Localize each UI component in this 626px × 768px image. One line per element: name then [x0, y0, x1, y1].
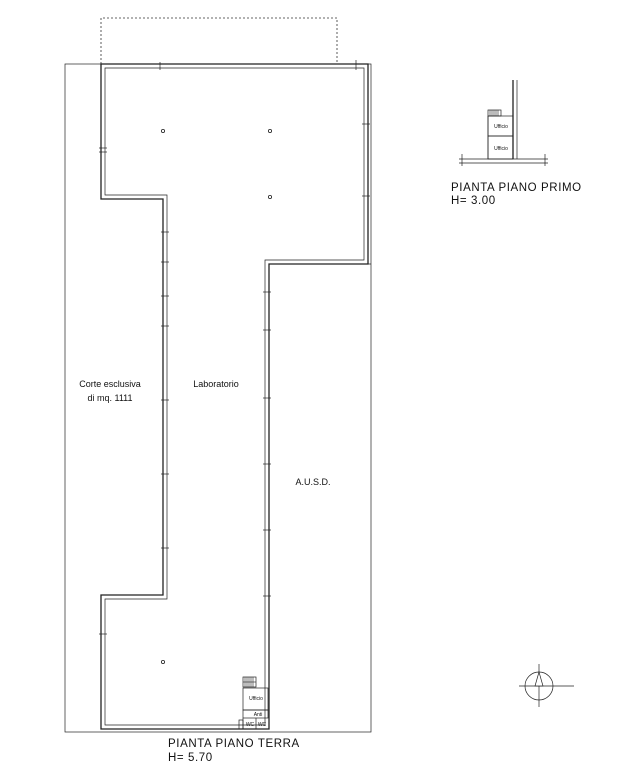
- wc2-label: WC: [258, 722, 267, 728]
- ground-floor-height: H= 5.70: [168, 752, 213, 764]
- first-floor-office2-label: Ufficio: [494, 146, 508, 152]
- stair-icon: [242, 676, 257, 688]
- first-floor-title: PIANTA PIANO PRIMO: [451, 182, 582, 194]
- ground-floor-title: PIANTA PIANO TERRA: [168, 738, 300, 750]
- office-block: [238, 676, 269, 730]
- canopy-outline: [100, 17, 338, 64]
- laboratorio-walls-outer: [100, 63, 369, 730]
- laboratorio-label: Laboratorio: [193, 379, 239, 389]
- first-floor-stair-icon: [487, 109, 502, 117]
- first-floor-office1-label: Ufficio: [494, 124, 508, 130]
- laboratorio-walls-inner: [104, 67, 365, 726]
- structural-columns: [160, 128, 272, 665]
- courtyard-label-line2: di mq. 1111: [87, 393, 132, 403]
- north-arrow-icon: [519, 664, 574, 707]
- ausd-label: A.U.S.D.: [295, 477, 330, 487]
- first-floor-height: H= 3.00: [451, 195, 496, 207]
- courtyard-label-line1: Corte esclusiva: [79, 379, 141, 389]
- first-floor-plan: Ufficio Ufficio PIANTA PIANO PRIMO H= 3.…: [451, 80, 582, 207]
- antibagno-label: Anti: [254, 712, 263, 718]
- wall-ticks: [99, 60, 370, 635]
- office-label: Ufficio: [249, 696, 263, 702]
- wc1-label: WC: [246, 722, 255, 728]
- ground-floor-plan: Corte esclusiva di mq. 1111 Laboratorio …: [64, 17, 372, 764]
